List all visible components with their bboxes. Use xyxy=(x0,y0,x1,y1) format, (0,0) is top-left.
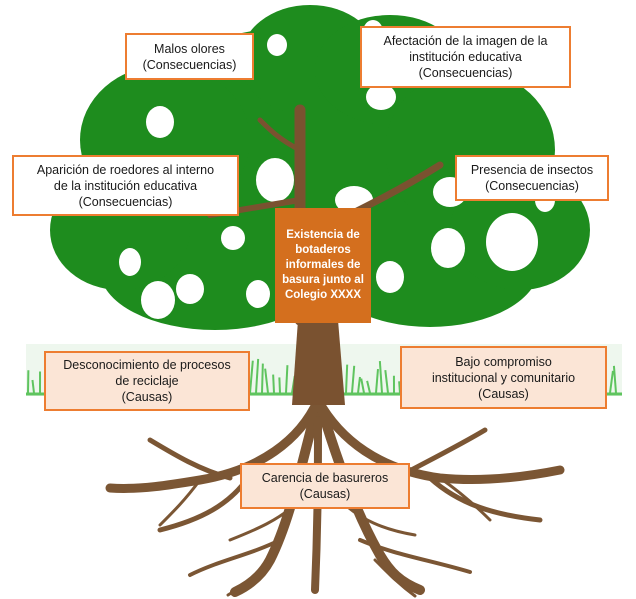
core-problem-line: de basura xyxy=(282,259,361,286)
consequence-text: Presencia de insectos xyxy=(470,163,594,177)
grass-blade xyxy=(357,376,361,394)
cause-text: Bajo compromiso xyxy=(455,354,552,369)
grass-blade xyxy=(261,363,264,394)
cause-tag: (Causas) xyxy=(478,386,529,401)
consequence-text: de la institución educativa xyxy=(53,178,198,193)
cause-box-desconocimiento: Desconocimiento de procesos de reciclaje… xyxy=(44,351,250,411)
grass-blade xyxy=(360,378,365,394)
grass-blade xyxy=(609,370,614,394)
core-problem-line: Colegio XXXX xyxy=(284,289,362,301)
cause-box-carencia-basureros: Carencia de basureros (Causas) xyxy=(240,463,410,509)
consequence-box-roedores: Aparición de roedores al interno de la i… xyxy=(12,155,239,216)
consequence-box-afectacion-imagen: Afectación de la imagen de la institució… xyxy=(360,26,571,88)
grass-blade xyxy=(272,374,275,394)
core-problem-line: informales xyxy=(285,259,344,271)
grass-blade xyxy=(249,360,254,394)
consequence-text: Malos olores xyxy=(154,41,225,56)
consequence-tag: (Consecuencias) xyxy=(142,57,237,72)
consequence-text: Aparición de roedores al interno xyxy=(36,162,215,177)
grass-blade xyxy=(351,365,356,394)
tree-roots xyxy=(105,395,565,598)
cause-box-bajo-compromiso: Bajo compromiso institucional y comunita… xyxy=(400,346,607,409)
consequence-text: Afectación de la imagen de la xyxy=(383,34,548,48)
grass-blade xyxy=(255,358,260,394)
grass-blade xyxy=(384,370,389,394)
consequence-box-insectos: Presencia de insectos (Consecuencias) xyxy=(455,155,609,201)
grass-blade xyxy=(278,377,281,394)
cause-text: de reciclaje xyxy=(115,374,179,388)
cause-tag: (Causas) xyxy=(299,487,351,501)
grass-blade xyxy=(375,368,379,394)
cause-text: Desconocimiento de procesos xyxy=(63,358,231,372)
grass-blade xyxy=(345,364,349,394)
core-problem-line: junto al xyxy=(323,274,364,286)
grass-blade xyxy=(285,365,289,394)
consequence-tag: (Consecuencias) xyxy=(485,179,579,193)
core-problem-box: Existencia de botaderos informales de ba… xyxy=(275,208,371,323)
core-problem-line: Existencia de xyxy=(286,229,360,241)
cause-tag: (Causas) xyxy=(121,390,173,404)
consequence-tag: (Consecuencias) xyxy=(418,66,513,80)
grass-blade xyxy=(378,361,383,394)
cause-text: institucional y comunitario xyxy=(431,370,576,385)
consequence-box-malos-olores: Malos olores (Consecuencias) xyxy=(125,33,254,80)
grass-blade xyxy=(612,365,617,394)
consequence-tag: (Consecuencias) xyxy=(78,194,173,209)
grass-blade xyxy=(264,368,269,394)
core-problem-line: botaderos xyxy=(295,244,351,256)
consequence-text: institución educativa xyxy=(409,50,522,64)
grass-blade xyxy=(366,380,371,394)
grass-blade xyxy=(398,381,401,394)
grass-blade xyxy=(31,379,35,394)
cause-text: Carencia de basureros xyxy=(261,471,389,485)
